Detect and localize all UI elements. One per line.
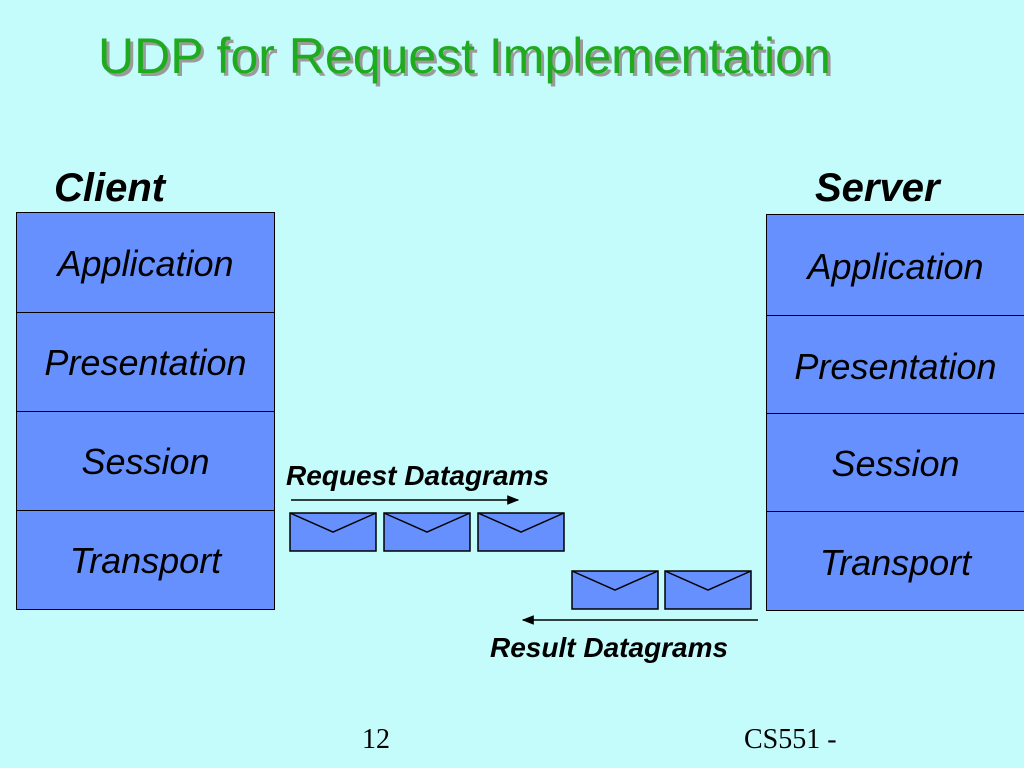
server-layer-transport: Transport bbox=[767, 511, 1024, 610]
server-layer-session: Session bbox=[767, 413, 1024, 511]
envelope-icon bbox=[571, 570, 659, 610]
course-footer: CS551 - bbox=[744, 724, 837, 755]
server-layer-presentation-label: Presentation bbox=[794, 346, 997, 387]
server-layer-presentation: Presentation bbox=[767, 315, 1024, 413]
slide-title: UDP for Request Implementation bbox=[98, 28, 831, 84]
server-layer-transport-label: Transport bbox=[819, 542, 972, 583]
client-stack: Application Presentation Session Transpo… bbox=[16, 212, 275, 610]
result-datagrams-label: Result Datagrams bbox=[490, 632, 729, 663]
client-layer-presentation: Presentation bbox=[17, 312, 274, 411]
client-layer-session-label: Session bbox=[81, 441, 210, 482]
envelope-icon bbox=[289, 512, 377, 552]
envelope-icon bbox=[664, 570, 752, 610]
server-layer-application: Application bbox=[767, 215, 1024, 315]
envelope-icon bbox=[383, 512, 471, 552]
server-layer-session-label: Session bbox=[831, 443, 960, 484]
client-layer-session: Session bbox=[17, 411, 274, 510]
request-datagrams-label: Request Datagrams bbox=[286, 460, 549, 491]
request-datagrams bbox=[289, 512, 565, 552]
client-layer-application-label: Application bbox=[57, 243, 234, 284]
client-label: Client bbox=[54, 166, 166, 210]
client-layer-application: Application bbox=[17, 213, 274, 312]
client-layer-transport-label: Transport bbox=[69, 540, 222, 581]
server-layer-application-label: Application bbox=[807, 246, 984, 287]
envelope-icon bbox=[477, 512, 565, 552]
server-label: Server bbox=[815, 166, 940, 210]
client-layer-presentation-label: Presentation bbox=[44, 342, 247, 383]
result-datagrams bbox=[571, 570, 752, 610]
server-stack: Application Presentation Session Transpo… bbox=[766, 214, 1024, 611]
page-number: 12 bbox=[362, 724, 390, 755]
client-layer-transport: Transport bbox=[17, 510, 274, 609]
